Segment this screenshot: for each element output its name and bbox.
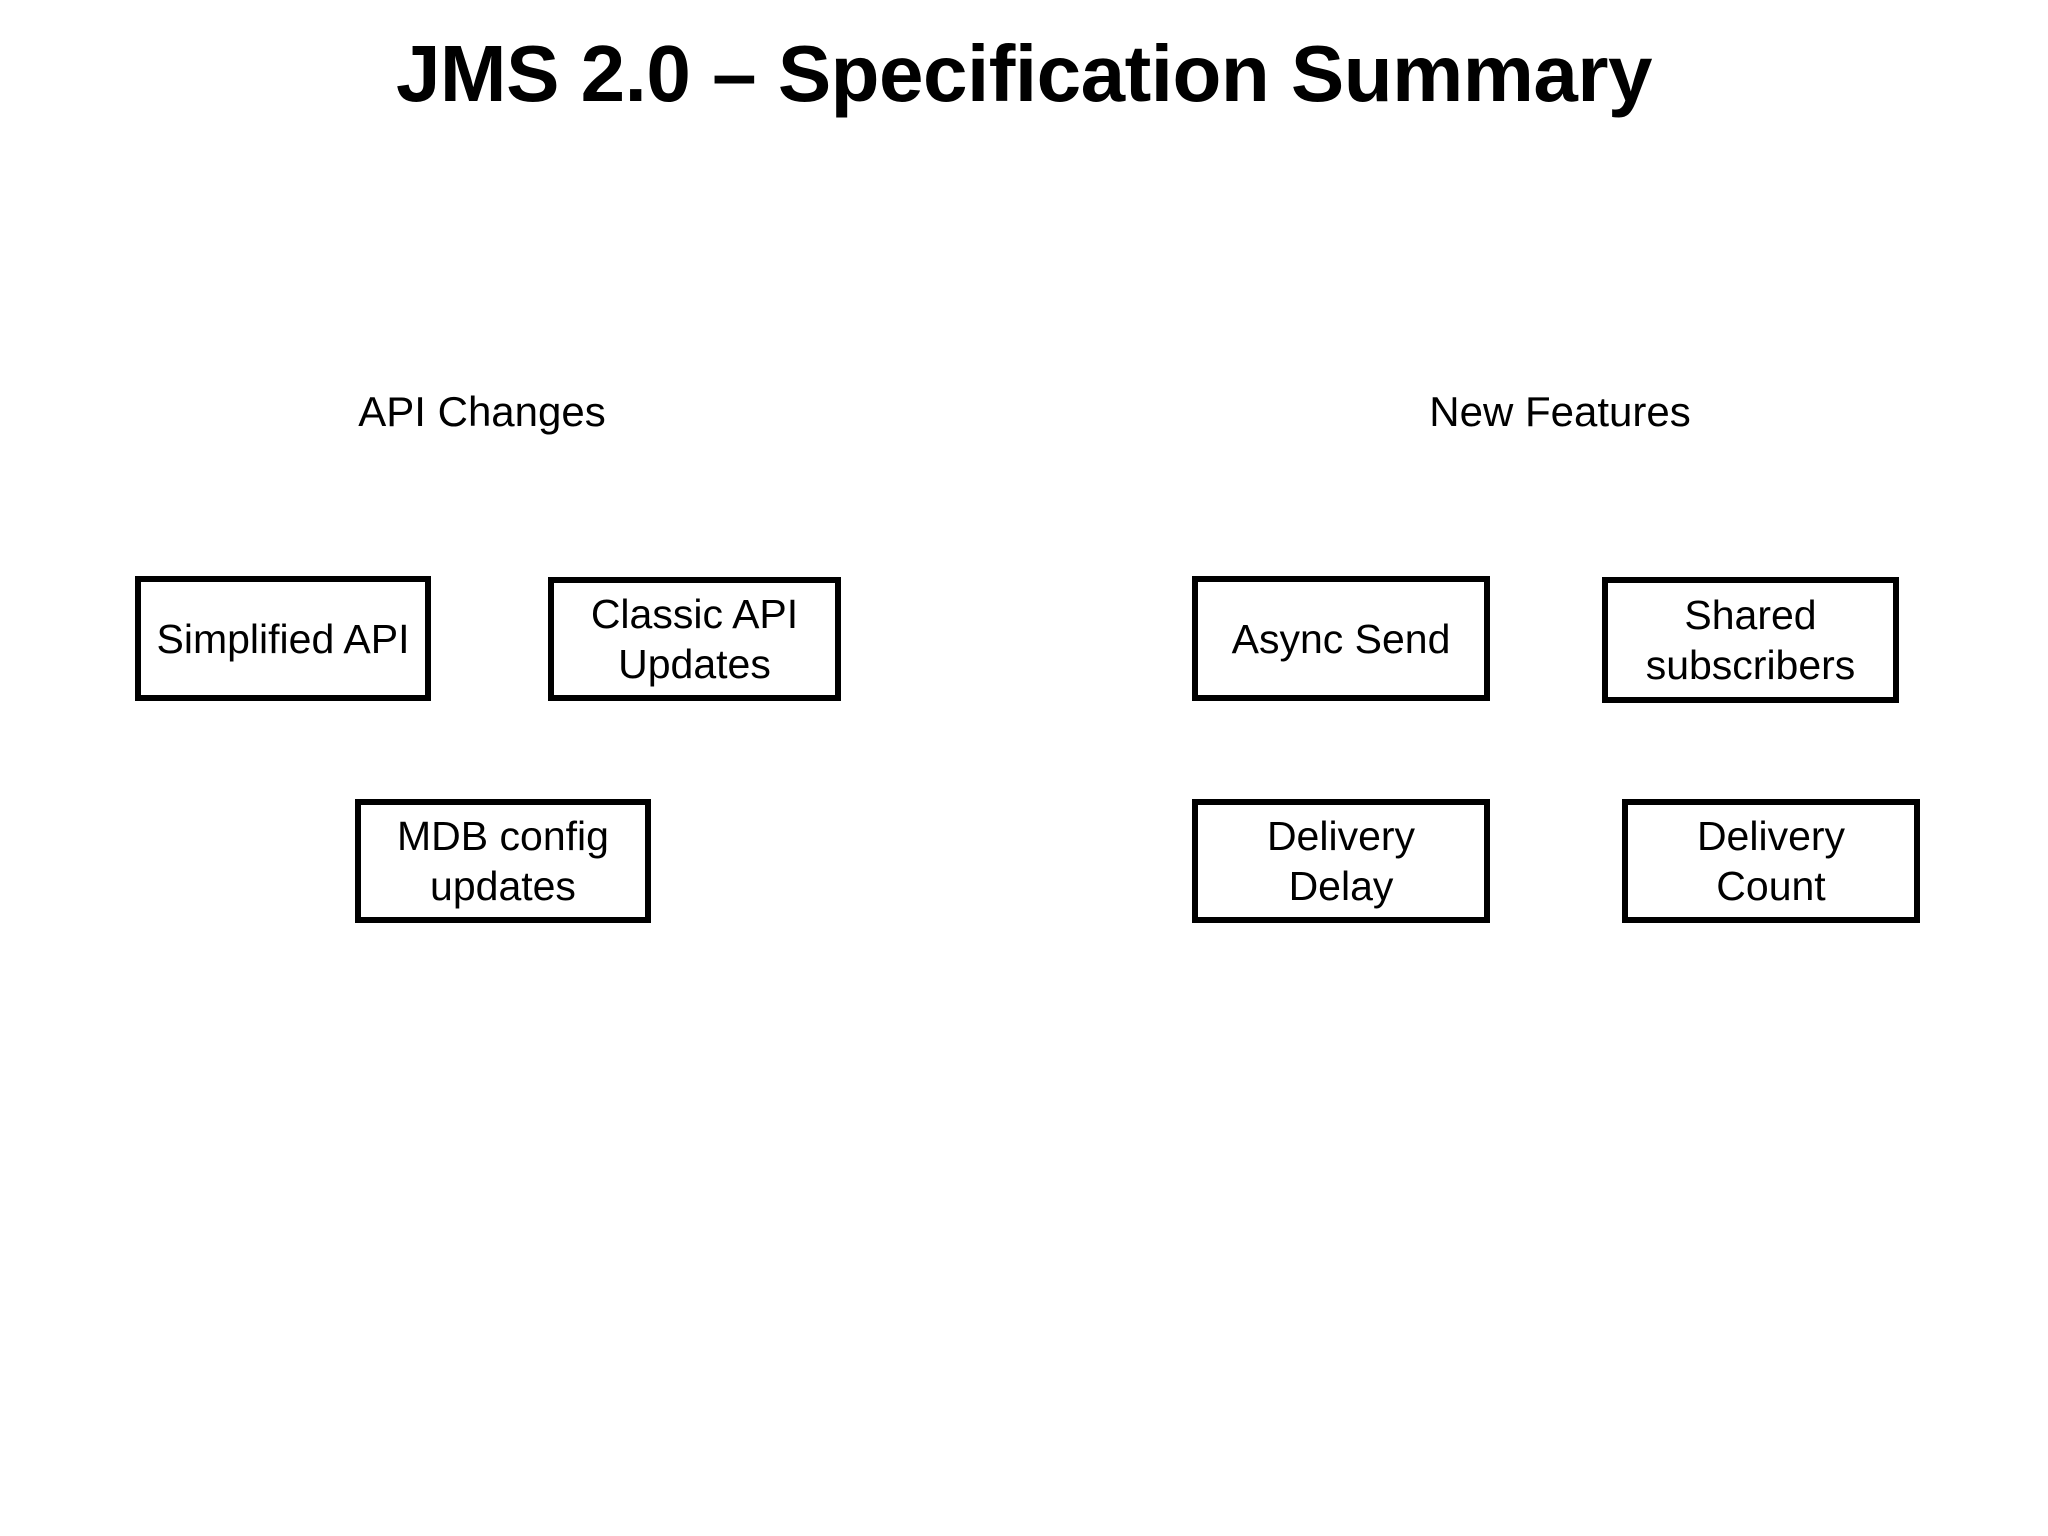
box-label: Classic API Updates (590, 591, 799, 687)
box-delivery-count[interactable]: Delivery Count (1622, 799, 1920, 923)
box-label: Delivery Count (1696, 813, 1846, 909)
box-label: Async Send (1231, 615, 1451, 662)
box-classic-api-updates[interactable]: Classic API Updates (548, 577, 841, 701)
column-heading-new-features: New Features (1429, 388, 1691, 435)
box-async-send[interactable]: Async Send (1192, 576, 1490, 701)
box-label: Shared subscribers (1645, 592, 1856, 688)
box-delivery-delay[interactable]: Delivery Delay (1192, 799, 1490, 923)
box-shared-subscribers[interactable]: Shared subscribers (1602, 577, 1899, 703)
box-label: MDB config updates (397, 813, 609, 909)
column-heading-api-changes: API Changes (358, 388, 606, 435)
box-label: Delivery Delay (1266, 813, 1416, 909)
page-title: JMS 2.0 – Specification Summary (395, 29, 1653, 118)
box-mdb-config-updates[interactable]: MDB config updates (355, 799, 651, 923)
box-simplified-api[interactable]: Simplified API (135, 576, 431, 701)
box-label: Simplified API (156, 615, 410, 662)
